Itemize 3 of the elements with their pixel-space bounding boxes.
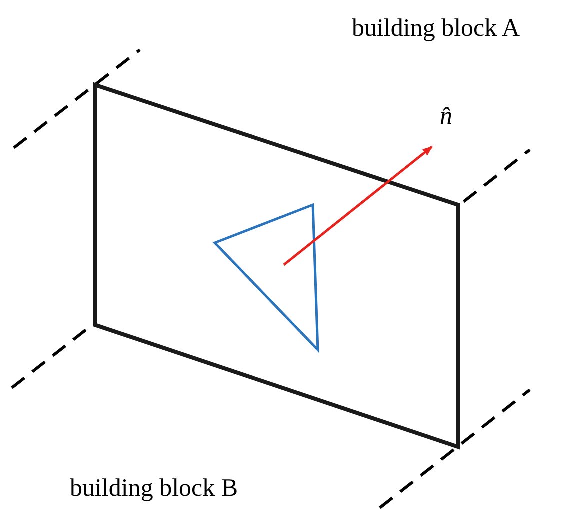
block-label: building block B (70, 474, 238, 504)
normal-vector-label: n̂ (440, 102, 452, 132)
block-label: building block A (352, 14, 520, 44)
